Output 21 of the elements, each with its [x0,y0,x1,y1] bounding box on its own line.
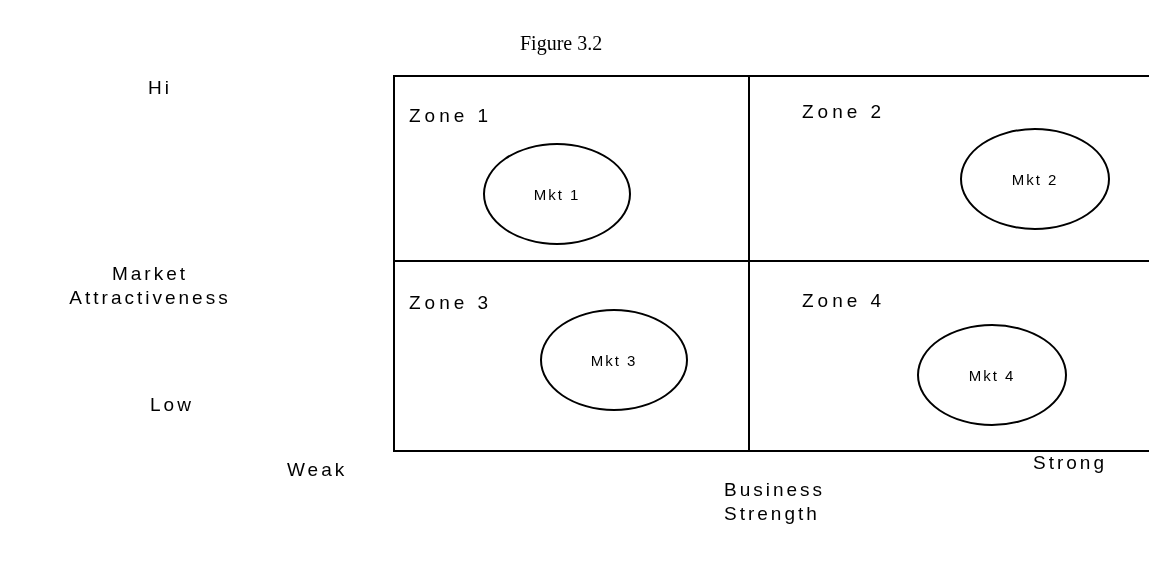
figure-title: Figure 3.2 [520,32,603,55]
matrix-cell [393,260,750,452]
market-label: Mkt 3 [590,351,638,369]
zone-label: Zone 4 [802,290,886,312]
axis-title: Business Strength [724,478,827,526]
market-ellipse [540,309,688,411]
zone-label: Zone 3 [409,292,493,314]
matrix-cell [393,75,750,262]
zone-label: Zone 2 [802,101,886,123]
axis-low-label: Low [150,393,194,417]
market-ellipse [960,128,1110,230]
market-label: Mkt 4 [968,366,1016,384]
axis-title: Market Attractiveness [68,262,232,310]
market-ellipse [917,324,1067,426]
market-label: Mkt 1 [533,185,581,203]
zone-label: Zone 1 [409,105,493,127]
axis-high-label: Hi [148,76,172,100]
axis-strong-label: Strong [1033,451,1107,475]
market-ellipse [483,143,631,245]
axis-weak-label: Weak [287,458,348,482]
market-label: Mkt 2 [1011,170,1059,188]
